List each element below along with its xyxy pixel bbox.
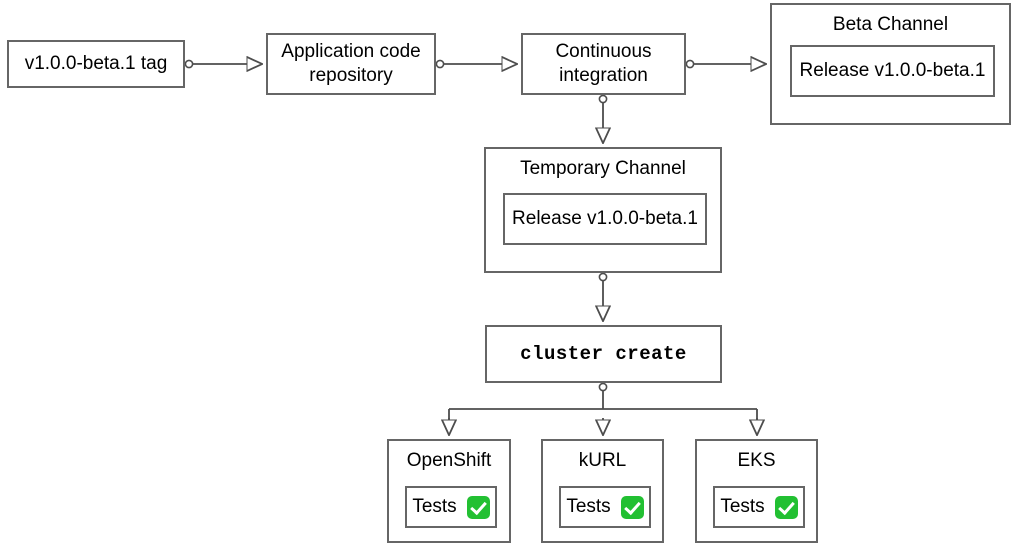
node-application-code-repository[interactable]: Application code repository	[266, 33, 436, 95]
node-kurl-title: kURL	[578, 450, 627, 471]
node-eks-tests[interactable]: Tests	[713, 486, 805, 528]
edge-temp-to-cmd	[599, 272, 606, 321]
node-cluster-create-command-label: cluster create	[520, 343, 687, 365]
node-application-code-repository-label: Application code repository	[281, 41, 421, 86]
node-continuous-integration[interactable]: Continuous integration	[521, 33, 686, 95]
node-eks-tests-label: Tests	[720, 496, 765, 517]
node-beta-channel-release-label: Release v1.0.0-beta.1	[799, 60, 986, 81]
node-temporary-channel[interactable]: Temporary Channel Release v1.0.0-beta.1	[484, 147, 722, 273]
node-temporary-channel-release-label: Release v1.0.0-beta.1	[512, 208, 698, 229]
white-heavy-check-mark-icon	[774, 495, 798, 519]
node-version-tag[interactable]: v1.0.0-beta.1 tag	[7, 40, 185, 88]
edge-ci-to-beta	[685, 60, 766, 67]
node-temporary-channel-title: Temporary Channel	[520, 158, 686, 179]
node-beta-channel[interactable]: Beta Channel Release v1.0.0-beta.1	[770, 3, 1011, 125]
node-openshift-tests[interactable]: Tests	[405, 486, 497, 528]
node-cluster-create-command[interactable]: cluster create	[485, 325, 722, 383]
edge-cmd-to-platforms	[449, 382, 757, 435]
node-beta-channel-title: Beta Channel	[832, 14, 949, 35]
node-kurl[interactable]: kURL Tests	[541, 439, 664, 543]
node-openshift-tests-label: Tests	[412, 496, 457, 517]
white-heavy-check-mark-icon	[466, 495, 490, 519]
white-heavy-check-mark-icon	[620, 495, 644, 519]
node-continuous-integration-label: Continuous integration	[555, 41, 652, 86]
node-temporary-channel-release[interactable]: Release v1.0.0-beta.1	[503, 193, 707, 245]
node-eks-title: EKS	[737, 450, 776, 471]
node-openshift[interactable]: OpenShift Tests	[387, 439, 511, 543]
node-beta-channel-release[interactable]: Release v1.0.0-beta.1	[790, 45, 995, 97]
node-version-tag-label: v1.0.0-beta.1 tag	[24, 53, 168, 74]
edge-ci-to-temp	[599, 94, 606, 143]
node-eks[interactable]: EKS Tests	[695, 439, 818, 543]
node-kurl-tests-label: Tests	[566, 496, 611, 517]
node-kurl-tests[interactable]: Tests	[559, 486, 651, 528]
node-openshift-title: OpenShift	[406, 450, 492, 471]
edge-tag-to-repo	[184, 60, 262, 67]
edge-repo-to-ci	[435, 60, 517, 67]
